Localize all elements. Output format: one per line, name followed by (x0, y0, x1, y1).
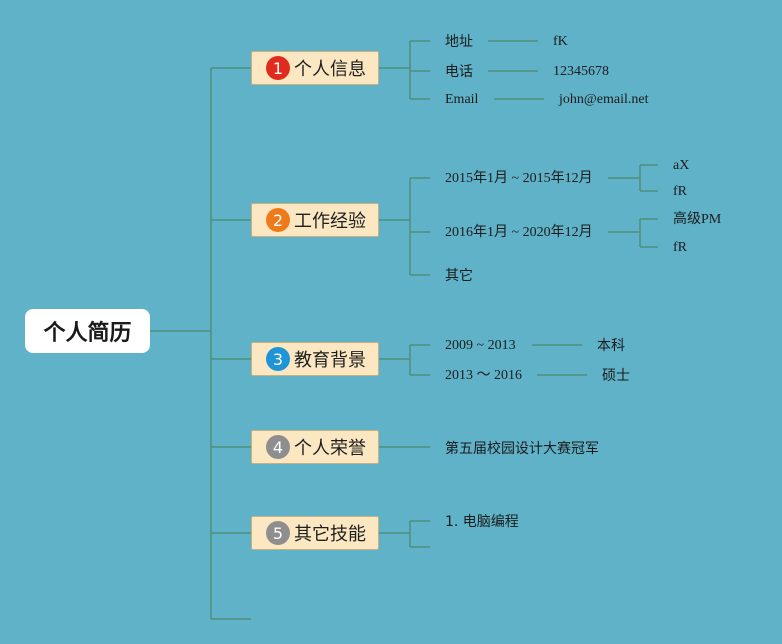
section-label-education: 教育背景 (294, 350, 366, 371)
root-label: 个人简历 (43, 321, 132, 346)
section-education[interactable]: 3 教育背景 (251, 342, 379, 376)
honor-1: 第五届校园设计大赛冠军 (445, 441, 599, 457)
job-1-detail-1: aX (673, 158, 690, 173)
edu-1-period: 2009 ~ 2013 (445, 338, 516, 353)
job-1-detail-2: fR (673, 184, 687, 199)
badge-number-3: 3 (266, 347, 290, 371)
address-key: 地址 (445, 34, 473, 50)
edu-2-degree: 硕士 (602, 368, 630, 384)
job-other: 其它 (445, 268, 473, 284)
root-node[interactable]: 个人简历 (25, 309, 150, 353)
edu-2-period: 2013 〜 2016 (445, 368, 522, 383)
badge-number-2: 2 (266, 208, 290, 232)
job-1-period: 2015年1月 ~ 2015年12月 (445, 171, 593, 186)
job-2-detail-1: 高级PM (673, 212, 722, 227)
section-label-honors: 个人荣誉 (294, 438, 366, 459)
job-2-period: 2016年1月 ~ 2020年12月 (445, 225, 593, 240)
skill-1: 1. 电脑编程 (445, 514, 519, 530)
section-work-experience[interactable]: 2 工作经验 (251, 203, 379, 237)
email-key: Email (445, 92, 479, 107)
badge-number-5: 5 (266, 521, 290, 545)
section-skills[interactable]: 5 其它技能 (251, 516, 379, 550)
section-personal-info[interactable]: 1 个人信息 (251, 51, 379, 85)
section-label-work-experience: 工作经验 (294, 211, 366, 232)
email-value: john@email.net (559, 92, 649, 107)
job-2-detail-2: fR (673, 240, 687, 255)
edu-1-degree: 本科 (597, 338, 625, 354)
section-label-personal-info: 个人信息 (294, 59, 366, 80)
address-value: fK (553, 34, 568, 49)
badge-number-1: 1 (266, 56, 290, 80)
phone-key: 电话 (445, 64, 473, 80)
phone-value: 12345678 (553, 64, 609, 79)
badge-number-4: 4 (266, 435, 290, 459)
section-label-skills: 其它技能 (294, 524, 366, 545)
section-honors[interactable]: 4 个人荣誉 (251, 430, 379, 464)
